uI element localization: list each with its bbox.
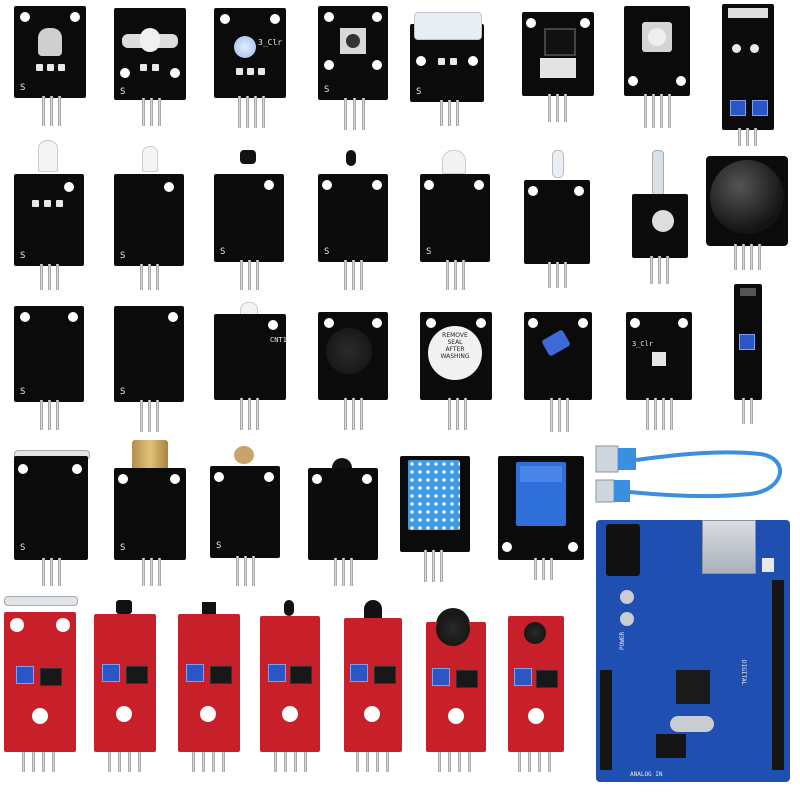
module-two-color-led-3mm: S <box>114 146 184 290</box>
module-flame-sensor <box>308 458 378 586</box>
pin-label-s: S <box>426 247 432 257</box>
module-light-blocking: S <box>114 8 186 126</box>
clr-label: 3_Clr <box>258 38 283 47</box>
module-red-linear-hall <box>178 600 240 772</box>
module-two-color-led-5mm: S <box>14 140 84 290</box>
module-two-color-led-small: CNT1 <box>214 302 287 430</box>
pin-label-s: S <box>20 83 26 93</box>
module-photo-interrupter <box>522 12 594 122</box>
module-avoidance-sensor <box>734 284 762 424</box>
module-joystick <box>706 150 788 270</box>
pin-label-s: S <box>20 543 26 553</box>
clr-label-2: 3_Clr <box>632 340 654 348</box>
buzzer-label-line2: SEAL <box>447 339 463 346</box>
module-push-button: S <box>318 6 388 130</box>
arduino-analog-label: ANALOG IN <box>630 771 663 778</box>
pin-label-s: S <box>120 543 126 553</box>
module-laser: S <box>114 440 186 586</box>
module-relay <box>498 456 584 580</box>
ntc-label: CNT1 <box>270 336 287 344</box>
arduino-uno-board: POWER ANALOG IN DIGITAL <box>596 520 790 782</box>
buzzer-label-line4: WASHING <box>440 353 470 360</box>
module-ir-transmitter: S <box>14 6 86 126</box>
pin-label-s: S <box>324 247 330 257</box>
module-red-temperature <box>260 600 320 772</box>
module-red-big-sound <box>426 608 486 772</box>
arduino-power-label: POWER <box>619 631 626 650</box>
pin-label-s: S <box>220 247 226 257</box>
module-red-flame <box>344 600 402 772</box>
module-dht11 <box>400 456 470 582</box>
module-magic-light-cup: S <box>410 6 484 126</box>
module-red-hall <box>94 600 156 772</box>
pin-label-s: S <box>324 85 330 95</box>
pin-label-s: S <box>20 251 26 261</box>
buzzer-label-line3: AFTER <box>445 346 465 353</box>
pin-label-s: S <box>20 387 26 397</box>
module-temperature-ntc: S <box>318 150 388 290</box>
arduino-digital-label: DIGITAL <box>740 660 747 686</box>
module-ball-switch <box>524 312 592 432</box>
module-line-tracking <box>722 4 774 146</box>
pin-label-s: S <box>120 251 126 261</box>
buzzer-label-line1: REMOVE <box>442 332 468 339</box>
module-linear-hall: S <box>114 306 184 432</box>
usb-cable <box>595 445 782 503</box>
module-rgb-led: 3_Clr <box>214 8 286 128</box>
module-red-small-sound <box>508 612 564 772</box>
module-mini-reed <box>632 150 688 284</box>
pin-label-s: S <box>216 541 222 551</box>
module-flash-led: S <box>420 150 490 290</box>
module-mercury-tilt <box>524 150 590 288</box>
module-reed-switch: S <box>14 444 90 586</box>
module-rotary-encoder <box>624 6 690 128</box>
module-smd-rgb-led: 3_Clr <box>626 312 692 430</box>
module-ir-receiver: S <box>214 150 284 290</box>
pin-label-s: S <box>120 87 126 97</box>
pin-label-s: S <box>416 87 422 97</box>
module-passive-buzzer <box>318 312 388 430</box>
pin-label-s: S <box>120 387 126 397</box>
module-active-buzzer: REMOVE SEAL AFTER WASHING <box>420 312 492 430</box>
module-hall-magnetic: S <box>14 306 84 430</box>
module-red-reed <box>4 596 78 772</box>
module-photoresistor: S <box>210 446 280 586</box>
